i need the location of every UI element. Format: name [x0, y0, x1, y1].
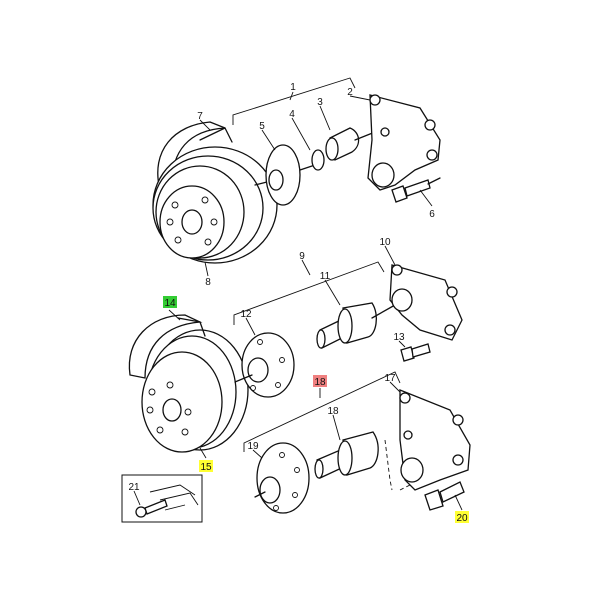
top-pulley: [152, 121, 278, 264]
highlight-14: [163, 296, 177, 308]
middle-bracket-line: [233, 261, 385, 325]
leader-lines: [133, 91, 463, 511]
callout-6[interactable]: 6: [429, 209, 435, 220]
top-hub: [265, 144, 325, 206]
highlight-20: [455, 511, 469, 523]
lower-shaft-bearing: [314, 431, 393, 491]
callout-5[interactable]: 5: [259, 121, 265, 132]
callout-3[interactable]: 3: [317, 97, 323, 108]
top-bolt: [391, 177, 441, 203]
callout-13[interactable]: 13: [393, 332, 405, 343]
callout-2[interactable]: 2: [347, 87, 353, 98]
top-housing: [367, 94, 441, 191]
callout-7[interactable]: 7: [197, 111, 203, 122]
inset-detail: [121, 474, 203, 523]
middle-housing: [389, 264, 463, 341]
callout-18[interactable]: 18: [327, 406, 339, 417]
callout-14[interactable]: 14: [164, 298, 176, 309]
lower-bracket-line: [243, 371, 401, 452]
callout-11[interactable]: 11: [320, 271, 331, 282]
callout-1[interactable]: 1: [290, 82, 296, 93]
lower-hub: [254, 442, 310, 514]
middle-bolt: [400, 343, 431, 362]
middle-pulley: [128, 314, 249, 453]
callout-4[interactable]: 4: [289, 109, 295, 120]
callout-10[interactable]: 10: [379, 237, 391, 248]
middle-hub: [234, 332, 295, 398]
top-bearing: [325, 127, 381, 161]
callout-19[interactable]: 19: [247, 441, 259, 452]
callout-21[interactable]: 21: [128, 482, 140, 493]
lower-housing: [399, 389, 471, 491]
highlight-15: [199, 460, 213, 472]
callout-9[interactable]: 9: [299, 251, 305, 262]
callout-8[interactable]: 8: [205, 277, 211, 288]
callout-20[interactable]: 20: [456, 513, 468, 524]
highlight-18: [313, 375, 327, 387]
callout-12[interactable]: 12: [240, 309, 252, 320]
middle-shaft-bearing: [316, 302, 396, 349]
lower-bolt: [424, 481, 465, 511]
callout-15[interactable]: 15: [200, 462, 212, 473]
callout-17[interactable]: 17: [384, 373, 396, 384]
callout-18-assembly[interactable]: 18: [314, 377, 326, 388]
